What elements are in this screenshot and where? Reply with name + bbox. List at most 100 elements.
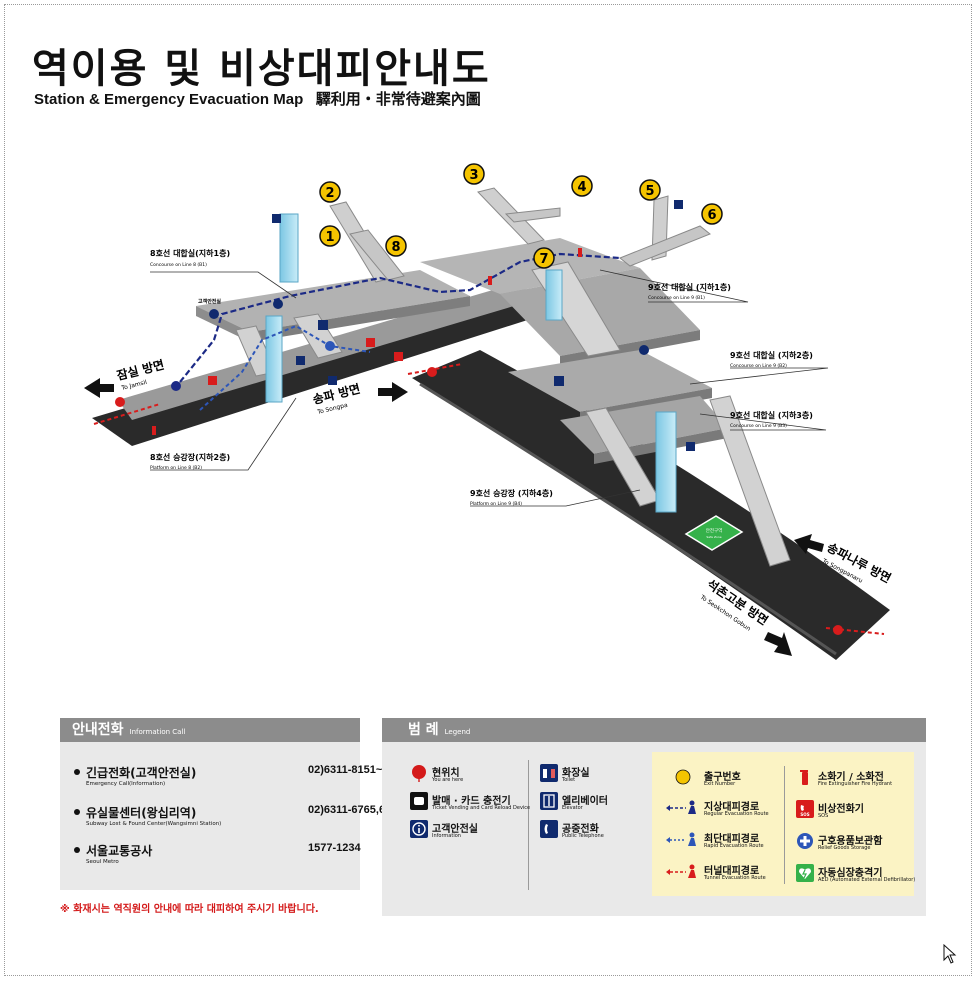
exit-number-icon	[675, 769, 691, 785]
exit-badge-8[interactable]: 8	[385, 235, 407, 257]
legend-label: 현위치	[432, 768, 460, 779]
legend-label: 비상전화기	[818, 804, 864, 815]
runner-icon	[833, 625, 843, 635]
exit-number-4: 4	[577, 180, 586, 195]
legend-label: 공중전화	[562, 824, 599, 835]
exit-badge-4[interactable]: 4	[571, 175, 593, 197]
info-row-tel[interactable]: 02)6311-8151~2	[308, 764, 389, 776]
sos-phone-icon	[394, 352, 403, 361]
runner-icon	[325, 341, 335, 351]
toilet-icon	[554, 376, 564, 386]
elevator-shaft-2	[265, 315, 283, 403]
mouse-cursor-icon	[943, 944, 957, 964]
exit-badge-7[interactable]: 7	[533, 247, 555, 269]
elevator-icon	[272, 214, 281, 223]
rapid-route-line	[199, 324, 371, 411]
exit-number-5: 5	[645, 184, 654, 199]
exit-badge-6[interactable]: 6	[701, 203, 723, 225]
legend-label: 화장실	[562, 768, 590, 779]
legend-label: 터널대피경로	[704, 866, 760, 877]
runner-icon	[427, 367, 437, 377]
page-title: 역이용 및 비상대피안내도	[32, 46, 491, 92]
exit-stair-1	[349, 229, 405, 281]
phone-icon	[328, 376, 337, 385]
legend-label: 엘리베이터	[562, 796, 608, 807]
info-row-label-en: Emergency Call(Information)	[86, 781, 166, 787]
line8-track	[92, 296, 540, 446]
concourse-l9-b3-label-en: Concourse on Line 9 (B3)	[730, 423, 787, 429]
legend-label: 고객안전실	[432, 824, 478, 835]
exit-badge-1[interactable]: 1	[319, 225, 341, 247]
fire-extinguisher-icon	[800, 770, 808, 785]
safe-zone-label-ko: 안전구역	[706, 527, 723, 534]
aed-icon	[796, 864, 814, 882]
line9-b2-concourse	[508, 350, 712, 412]
station-map: 안전구역 Safe Zone 1 2 3 4 5	[84, 163, 894, 660]
toilet-icon	[540, 764, 558, 782]
info-row-label-en: Subway Lost & Found Center(Wangsimni Sta…	[86, 821, 222, 827]
legend-label-en: Fire Extinguisher Fire Hydrant	[818, 781, 893, 787]
legend-label: 구호용품보관함	[818, 836, 883, 847]
line9-b1-concourse-front	[560, 330, 700, 366]
customer-center-label: 고객안전실	[198, 298, 221, 305]
exit-badge-2[interactable]: 2	[319, 181, 341, 203]
exit-number-8: 8	[391, 240, 400, 255]
legend-label-en: Toilet	[562, 777, 576, 783]
sos-phone-icon	[366, 338, 375, 347]
page-subtitle-hanja: 驛利用・非常待避案內圖	[315, 91, 481, 108]
info-row-tel[interactable]: 02)6311-6765,6768	[308, 804, 404, 816]
legend-label-en: Elevator	[562, 805, 583, 811]
page-subtitle-en: Station & Emergency Evacuation Map	[34, 91, 304, 108]
phone-icon	[540, 820, 558, 838]
info-row-label: 서울교통공사	[86, 844, 153, 858]
exit-badge-3[interactable]: 3	[463, 163, 485, 185]
pin-icon	[412, 765, 426, 782]
concourse-l8-label-en: Concourse on Line 8 (B1)	[150, 262, 207, 268]
legend-label-en: Information	[432, 833, 461, 839]
legend-label-en: Relief Goods Storage	[818, 845, 871, 851]
exit-number-6: 6	[707, 208, 716, 223]
legend-title: 범 례	[408, 722, 439, 738]
exit-number-7: 7	[539, 252, 548, 267]
page-frame	[4, 4, 972, 976]
elevator-shaft-4	[545, 269, 563, 321]
leader-lines	[150, 269, 829, 507]
legend-label-en: Regular Evacuation Route	[704, 811, 769, 817]
info-row-label-en: Seoul Metro	[86, 859, 119, 865]
tunnel-route-icon	[666, 864, 696, 878]
legend-label: 최단대피경로	[704, 834, 760, 845]
exit-badge-5[interactable]: 5	[639, 179, 661, 201]
legend-label-en: Rapid Evacuation Route	[704, 843, 764, 849]
fire-extinguisher-icon	[578, 248, 582, 257]
regular-route-line	[179, 252, 621, 383]
exit-stair-6	[619, 225, 711, 267]
concourse-l9-b2-label-en: Concourse on Line 9 (B2)	[730, 363, 787, 369]
safe-zone-label-en: Safe Zone	[706, 535, 721, 539]
info-row-tel[interactable]: 1577-1234	[308, 842, 361, 854]
concourse-l9-b1-label: 9호선 대합실 (지하1층)	[648, 282, 731, 292]
legend-label-en: You are here	[432, 777, 464, 783]
runner-icon	[115, 397, 125, 407]
legend-label-en: SOS	[818, 813, 829, 819]
direction-songpa: 송파 방면 To Songpa	[311, 381, 408, 416]
toilet-icon	[318, 320, 328, 330]
evacuation-legend-box	[652, 752, 914, 896]
safe-zone-area	[684, 515, 744, 551]
legend-label: 발매 · 카드 충전기	[432, 796, 511, 807]
rapid-route-icon	[666, 832, 696, 846]
sos-badge-text: SOS	[800, 812, 809, 817]
exit-number-1: 1	[325, 230, 334, 245]
line8-concourse	[196, 270, 470, 332]
fire-extinguisher-icon	[152, 426, 156, 435]
sos-phone-icon	[208, 376, 217, 385]
elevator-shaft-3	[655, 411, 677, 513]
concourse-l9-b1-label-en: Concourse on Line 9 (B1)	[648, 295, 705, 301]
legend-label-en: Exit Number	[704, 781, 736, 787]
elevator-icon	[686, 442, 695, 451]
exit-number-3: 3	[469, 168, 478, 183]
info-call-title: 안내전화	[72, 722, 124, 738]
line9-track	[412, 350, 890, 660]
tunnel-route-line-l9b	[407, 363, 463, 375]
